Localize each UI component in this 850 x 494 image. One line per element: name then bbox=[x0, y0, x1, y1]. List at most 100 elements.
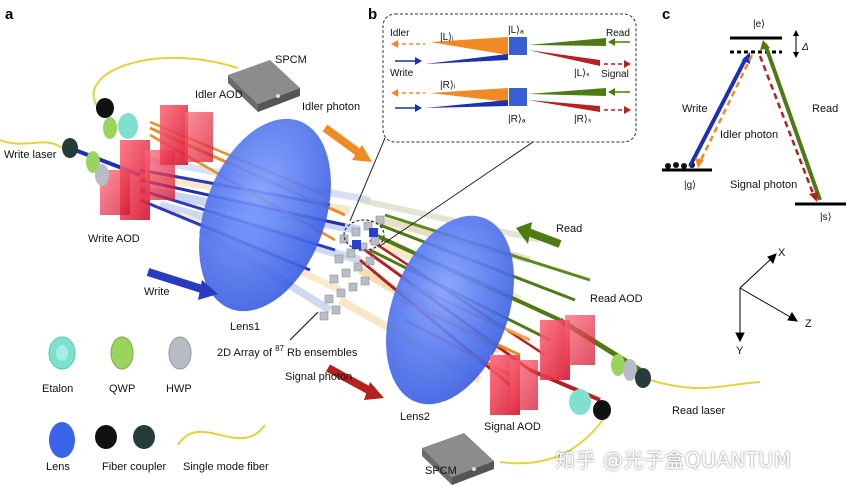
state-s: |s⟩ bbox=[820, 212, 832, 223]
zoom-marker bbox=[343, 219, 385, 251]
idler-aod bbox=[160, 105, 213, 165]
read-aod-label: Read AOD bbox=[590, 293, 643, 305]
lens1 bbox=[199, 118, 331, 312]
qwp-write bbox=[86, 151, 100, 173]
write-R-wedge bbox=[425, 100, 508, 108]
legend: Etalon QWP HWP Lens Fiber coupler Single… bbox=[42, 336, 269, 473]
b-L-a: |L⟩ₐ bbox=[508, 25, 524, 36]
read-aod bbox=[540, 315, 595, 380]
write-laser-label: Write laser bbox=[4, 149, 57, 161]
ensemble-L bbox=[509, 37, 527, 55]
spcm-bottom-label: SPCM bbox=[425, 465, 457, 477]
ensemble-array bbox=[319, 215, 385, 321]
state-e: |e⟩ bbox=[753, 19, 765, 30]
read-laser-label: Read laser bbox=[672, 405, 726, 417]
signal-R-wedge bbox=[528, 100, 600, 112]
b-write-label: Write bbox=[390, 68, 414, 79]
array-label: 2D Array of 87 Rb ensembles bbox=[217, 344, 358, 359]
fiber-top bbox=[92, 56, 239, 111]
fiber-write-laser bbox=[0, 139, 63, 149]
fiber-coupler-idler bbox=[96, 98, 114, 118]
lens2 bbox=[386, 215, 514, 405]
lens2-label: Lens2 bbox=[400, 411, 430, 423]
panel-c: c Δ |e⟩ |g⟩ |s⟩ Write Read Idler photon … bbox=[662, 6, 846, 223]
write-label: Write bbox=[144, 286, 169, 298]
hwp-write bbox=[95, 164, 109, 186]
idler-R-wedge bbox=[430, 88, 508, 102]
idler-photon-label: Idler photon bbox=[302, 101, 360, 113]
b-R-s: |R⟩ₛ bbox=[574, 114, 592, 125]
hwp-legend-icon bbox=[168, 336, 192, 370]
legend-qwp: QWP bbox=[109, 383, 135, 395]
qwp-idler bbox=[103, 117, 117, 139]
delta-label: Δ bbox=[801, 42, 809, 53]
hwp-read bbox=[623, 359, 637, 381]
etalon-idler bbox=[118, 113, 138, 139]
b-R-a: |R⟩ₐ bbox=[508, 114, 526, 125]
c-read-label: Read bbox=[812, 103, 838, 115]
highlighted-ensemble-2 bbox=[369, 228, 378, 237]
legend-etalon: Etalon bbox=[42, 383, 73, 395]
signal-L-wedge bbox=[528, 50, 600, 66]
read-label-a: Read bbox=[556, 223, 582, 235]
zoom-line-right bbox=[379, 124, 559, 247]
b-L-i: |L⟩ᵢ bbox=[440, 32, 454, 43]
signal-aod-label: Signal AOD bbox=[484, 421, 541, 433]
fiber-read-laser bbox=[649, 379, 761, 389]
array-label-super: 87 bbox=[275, 344, 284, 353]
array-label-suffix: Rb ensembles bbox=[284, 347, 358, 359]
write-aod-label: Write AOD bbox=[88, 233, 140, 245]
idler-transition bbox=[698, 54, 754, 163]
read-transition bbox=[763, 43, 822, 201]
axis-x-label: X bbox=[778, 247, 786, 259]
fiber-coupler-dark-icon bbox=[133, 425, 155, 449]
panel-b-label: b bbox=[368, 6, 377, 23]
array-pointer bbox=[289, 311, 319, 341]
signal-transition bbox=[758, 55, 816, 197]
legend-fiber-coupler: Fiber coupler bbox=[102, 461, 167, 473]
idler-L-wedge bbox=[430, 37, 508, 55]
signal-photon-label: Signal photon bbox=[285, 371, 352, 383]
b-signal-label: Signal bbox=[601, 69, 629, 80]
etalon-signal bbox=[569, 389, 591, 415]
fiber-coupler-signal bbox=[593, 400, 611, 420]
panel-b-frame bbox=[382, 13, 637, 143]
spcm-top-label: SPCM bbox=[275, 54, 307, 66]
legend-hwp: HWP bbox=[166, 383, 192, 395]
c-signal-label: Signal photon bbox=[730, 179, 797, 191]
b-read-label: Read bbox=[606, 28, 630, 39]
b-L-s: |L⟩ₛ bbox=[574, 68, 590, 79]
lens1-label: Lens1 bbox=[230, 321, 260, 333]
spcm-top-box bbox=[228, 60, 300, 112]
signal-photon-arrow bbox=[326, 364, 384, 400]
array-label-prefix: 2D Array of bbox=[217, 347, 275, 359]
single-mode-fiber-icon bbox=[177, 424, 266, 446]
write-arrow bbox=[146, 268, 218, 300]
axis-z-label: Z bbox=[805, 318, 812, 330]
panel-a-label: a bbox=[5, 6, 14, 23]
b-idler-label: Idler bbox=[390, 28, 410, 39]
c-write-label: Write bbox=[682, 103, 707, 115]
panel-a: a bbox=[0, 6, 761, 485]
read-R-wedge bbox=[528, 88, 606, 96]
read-arrow bbox=[516, 222, 562, 248]
panel-b: b Idler Write Read Signal |L⟩ᵢ bbox=[368, 6, 637, 143]
watermark: 知乎 @光子盒QUANTUM bbox=[555, 448, 792, 472]
b-R-i: |R⟩ᵢ bbox=[440, 80, 456, 91]
coordinate-axes bbox=[735, 253, 798, 343]
spcm-bottom-box bbox=[422, 433, 494, 485]
write-L-wedge bbox=[425, 54, 508, 64]
idler-aod-label: Idler AOD bbox=[195, 89, 243, 101]
signal-aod bbox=[490, 355, 538, 415]
lens-legend-icon bbox=[49, 422, 75, 458]
fiber-coupler-read bbox=[635, 368, 651, 388]
highlighted-ensemble-1 bbox=[352, 240, 361, 249]
ensemble-R bbox=[509, 88, 527, 106]
legend-single-mode-fiber: Single mode fiber bbox=[183, 461, 269, 473]
zoom-line-left bbox=[349, 137, 386, 222]
legend-lens: Lens bbox=[46, 461, 70, 473]
state-g: |g⟩ bbox=[684, 180, 696, 191]
read-L-wedge bbox=[528, 38, 606, 46]
fiber-coupler-black-icon bbox=[95, 425, 117, 449]
